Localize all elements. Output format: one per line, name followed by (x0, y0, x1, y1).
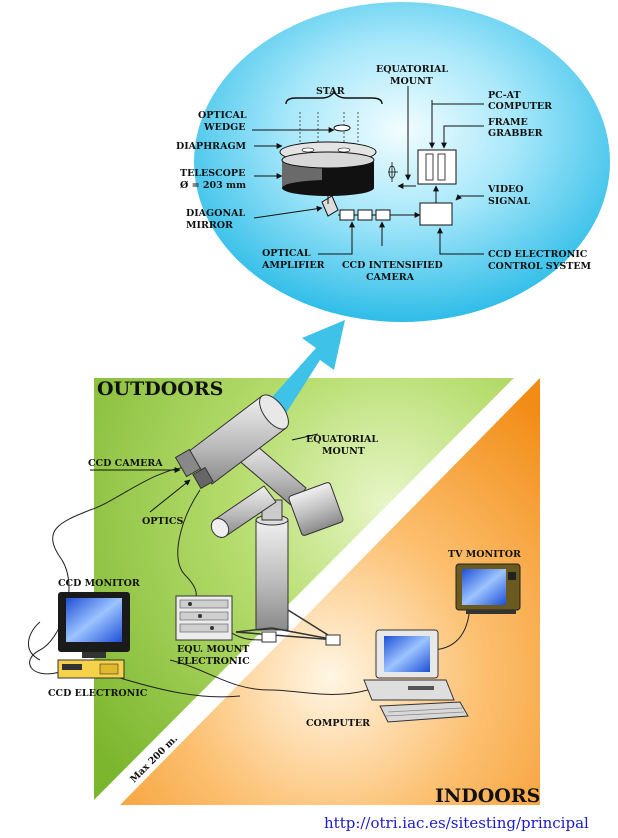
optics-label: OPTICS (142, 516, 183, 527)
telescope-label-line2: Ø = 203 mm (180, 180, 246, 191)
optical-amplifier-box (339, 209, 355, 221)
pc-at-computer-label-line2: COMPUTER (488, 101, 552, 112)
diagonal-mirror-label-line1: DIAGONAL (186, 208, 245, 219)
diagonal-separator (94, 378, 540, 805)
frame-grabber-label-line2: GRABBER (488, 128, 543, 139)
optical-wedge-label-line1: OPTICAL (198, 110, 247, 121)
ccd-intensified-camera-label-line2: CAMERA (366, 272, 415, 283)
ccd-monitor-label: CCD MONITOR (58, 578, 140, 589)
frame-grabber-label-line1: FRAME (488, 117, 528, 128)
ccd-camera-label: CCD CAMERA (88, 458, 163, 469)
zoom-arrow (265, 320, 345, 418)
pc-at-computer-label-line1: PC-AT (488, 90, 521, 101)
indoors-label: INDOORS (435, 785, 540, 807)
telescope-cylinder (281, 151, 375, 196)
telescope-mount (210, 439, 344, 538)
ccd-camera-box-1 (357, 209, 373, 221)
scene-equatorial-mount-label-line2: MOUNT (322, 446, 365, 457)
video-signal-label-line1: VIDEO (487, 184, 524, 195)
star-label: STAR (316, 86, 345, 97)
scene-equatorial-mount-label-line1: EQUATORIAL (306, 434, 378, 445)
ccd-electronic-control-label-line1: CCD ELECTRONIC (488, 249, 588, 260)
ccd-camera-box-2 (375, 209, 391, 221)
scene-leaders (90, 433, 319, 513)
ccd-electronic-label: CCD ELECTRONIC (48, 688, 148, 699)
computer-workstation (363, 629, 469, 723)
ccd-electronic-control-label-line2: CONTROL SYSTEM (488, 261, 592, 272)
ccd-monitor (58, 592, 130, 658)
tv-monitor (455, 563, 521, 614)
telescope-label-line1: TELESCOPE (180, 168, 245, 179)
ccd-control-box (419, 202, 453, 226)
equ-mount-electronic-label-line1: EQU. MOUNT (177, 644, 249, 655)
equatorial-mount-label-line1: EQUATORIAL (376, 64, 448, 75)
frame-grabber-box (417, 149, 457, 185)
optical-wedge-shape (333, 124, 351, 132)
outdoors-label: OUTDOORS (97, 378, 223, 400)
detail-bubble: STAR EQUATORIAL MOUNT PC-AT COMPUTER OPT… (176, 2, 610, 322)
equ-mount-electronic-rack (175, 595, 233, 641)
optical-amplifier-label-line2: AMPLIFIER (261, 260, 325, 271)
computer-label: COMPUTER (306, 718, 370, 729)
tv-monitor-label: TV MONITOR (448, 549, 521, 560)
equ-mount-electronic-label-line2: ELECTRONIC (177, 656, 250, 667)
scene-panel: OUTDOORS INDOORS CCD CAMERA EQUATORIAL M… (28, 320, 540, 807)
ccd-intensified-camera-label-line1: CCD INTENSIFIED (342, 260, 443, 271)
ccd-electronic-box (57, 659, 125, 679)
bubble-connections (252, 86, 484, 255)
bubble-background (194, 2, 610, 322)
diagonal-mirror-label-line2: MIRROR (186, 220, 233, 231)
equatorial-mount-label-line2: MOUNT (390, 76, 433, 87)
optical-wedge-label-line2: WEDGE (203, 122, 246, 133)
rotation-axis-symbol (388, 162, 398, 182)
source-url[interactable]: http://otri.iac.es/sitesting/principal (324, 814, 589, 832)
diaphragm-label: DIAPHRAGM (176, 141, 247, 152)
telescope-pier (235, 514, 341, 646)
telescope-tube (174, 394, 289, 490)
video-signal-label-line2: SIGNAL (488, 196, 530, 207)
star-bracket (285, 90, 383, 105)
optical-amplifier-label-line1: OPTICAL (262, 248, 311, 259)
diagonal-mirror-shape (321, 195, 339, 217)
